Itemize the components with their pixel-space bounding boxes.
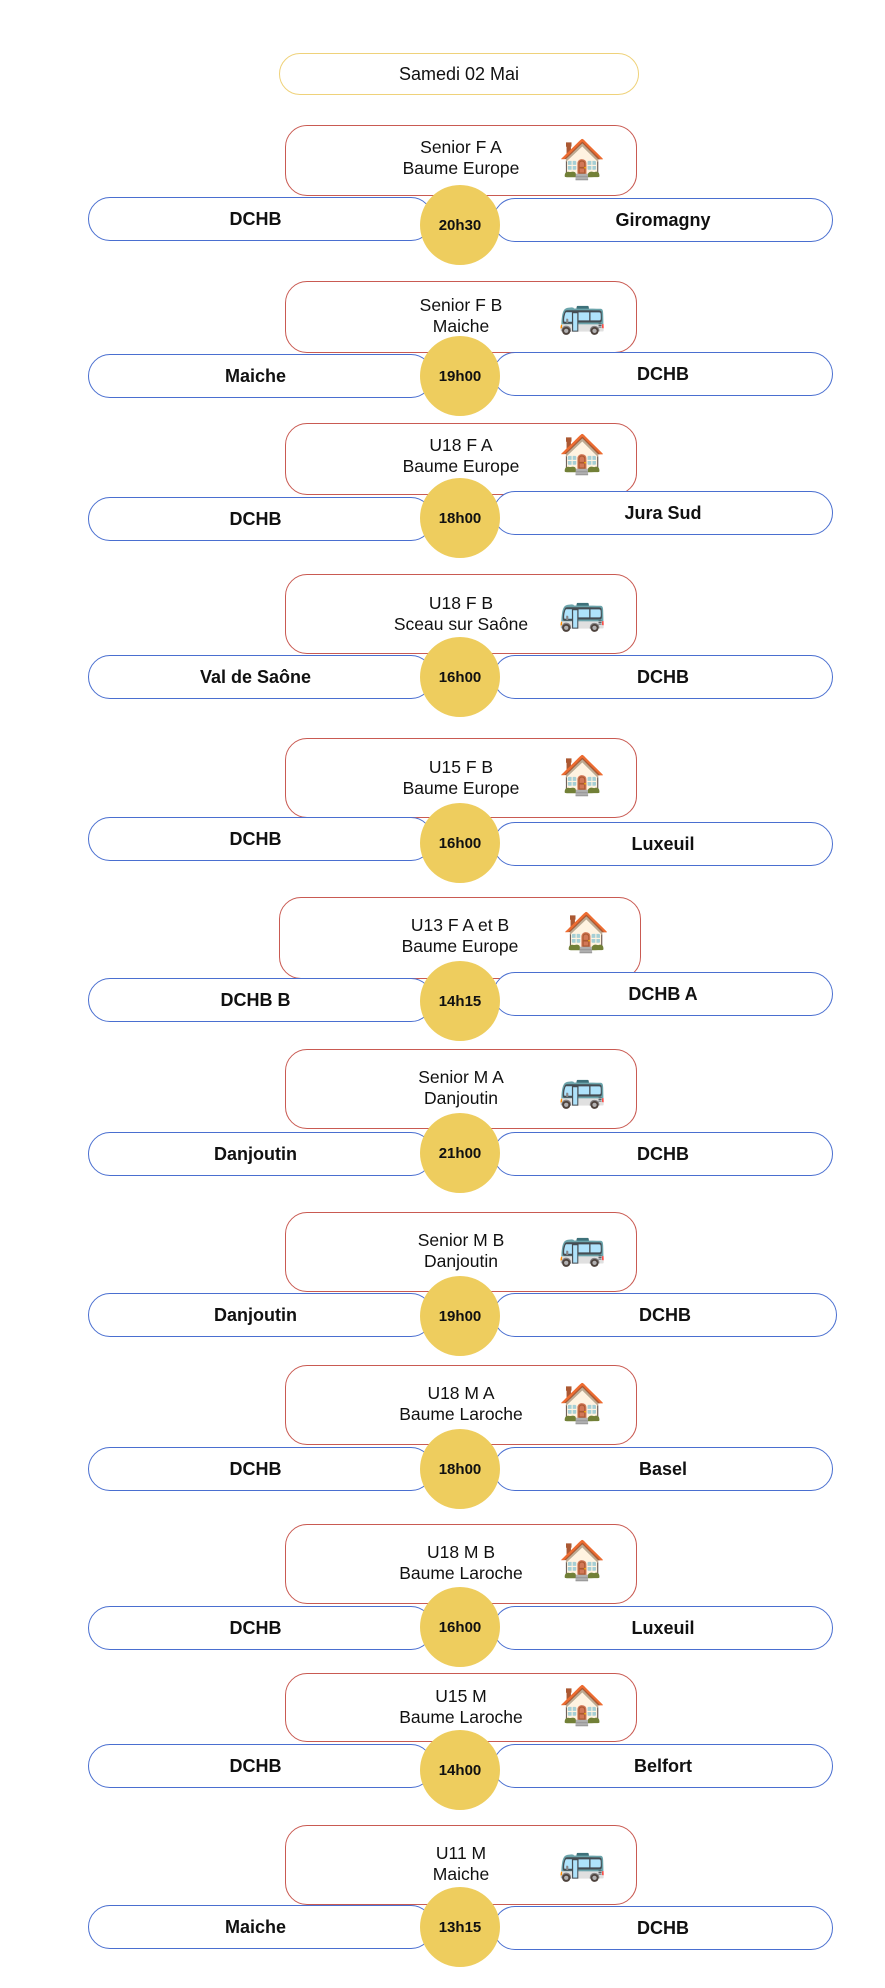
kickoff-time: 19h00	[420, 1276, 500, 1356]
away-team-pill[interactable]: DCHB	[493, 1293, 837, 1337]
home-team-pill[interactable]: DCHB	[88, 1744, 433, 1788]
venue-name: Maiche	[432, 1864, 490, 1884]
kickoff-time: 16h00	[420, 803, 500, 883]
home-team-pill[interactable]: Val de Saône	[88, 655, 433, 699]
home-icon: 🏠	[558, 1685, 606, 1727]
home-team-pill[interactable]: Maiche	[88, 354, 433, 398]
match-card[interactable]: U15 F B Baume Europe 🏠	[285, 738, 637, 818]
home-icon: 🏠	[558, 755, 606, 797]
team-name: U11 M	[435, 1843, 487, 1863]
away-team-pill[interactable]: Belfort	[493, 1744, 833, 1788]
kickoff-time: 19h00	[420, 336, 500, 416]
team-name: U15 F B	[428, 757, 494, 777]
kickoff-time: 18h00	[420, 1429, 500, 1509]
venue-name: Baume Laroche	[399, 1563, 523, 1583]
team-name: U18 F A	[429, 435, 493, 455]
home-team-pill[interactable]: DCHB	[88, 197, 433, 241]
team-name: U18 M A	[427, 1383, 495, 1403]
kickoff-time: 16h00	[420, 1587, 500, 1667]
team-name: Senior M A	[418, 1067, 504, 1087]
away-team-pill[interactable]: DCHB	[493, 655, 833, 699]
home-icon: 🏠	[558, 434, 606, 476]
team-name: Senior F A	[420, 137, 502, 157]
home-team-pill[interactable]: Danjoutin	[88, 1132, 433, 1176]
away-team-pill[interactable]: Luxeuil	[493, 822, 833, 866]
venue-name: Danjoutin	[424, 1251, 498, 1271]
venue-name: Sceau sur Saône	[393, 614, 529, 634]
bus-icon: 🚌	[558, 1226, 606, 1268]
team-name: Senior F B	[419, 295, 503, 315]
home-team-pill[interactable]: DCHB	[88, 1606, 433, 1650]
match-card[interactable]: U15 M Baume Laroche 🏠	[285, 1673, 637, 1742]
away-team-pill[interactable]: Giromagny	[493, 198, 833, 242]
home-team-pill[interactable]: DCHB	[88, 497, 433, 541]
home-team-pill[interactable]: DCHB	[88, 1447, 433, 1491]
home-team-pill[interactable]: DCHB	[88, 817, 433, 861]
date-header: Samedi 02 Mai	[279, 53, 639, 95]
bus-icon: 🚌	[558, 1068, 606, 1110]
kickoff-time: 21h00	[420, 1113, 500, 1193]
team-name: U15 M	[435, 1686, 487, 1706]
kickoff-time: 18h00	[420, 478, 500, 558]
venue-name: Baume Laroche	[399, 1404, 523, 1424]
team-name: Senior M B	[417, 1230, 505, 1250]
kickoff-time: 14h00	[420, 1730, 500, 1810]
home-icon: 🏠	[558, 139, 606, 181]
away-team-pill[interactable]: Luxeuil	[493, 1606, 833, 1650]
kickoff-time: 16h00	[420, 637, 500, 717]
kickoff-time: 14h15	[420, 961, 500, 1041]
bus-icon: 🚌	[558, 294, 606, 336]
venue-name: Baume Europe	[402, 778, 520, 798]
venue-name: Danjoutin	[424, 1088, 498, 1108]
venue-name: Baume Europe	[401, 936, 519, 956]
home-icon: 🏠	[562, 912, 610, 954]
bus-icon: 🚌	[558, 591, 606, 633]
home-icon: 🏠	[558, 1383, 606, 1425]
away-team-pill[interactable]: Basel	[493, 1447, 833, 1491]
team-name: U13 F A et B	[410, 915, 510, 935]
team-name: U18 M B	[426, 1542, 496, 1562]
venue-name: Baume Europe	[402, 456, 520, 476]
away-team-pill[interactable]: Jura Sud	[493, 491, 833, 535]
away-team-pill[interactable]: DCHB	[493, 1132, 833, 1176]
away-team-pill[interactable]: DCHB	[493, 1906, 833, 1950]
venue-name: Maiche	[432, 316, 490, 336]
away-team-pill[interactable]: DCHB	[493, 352, 833, 396]
home-icon: 🏠	[558, 1540, 606, 1582]
team-name: U18 F B	[428, 593, 494, 613]
venue-name: Baume Europe	[402, 158, 520, 178]
match-card[interactable]: Senior F A Baume Europe 🏠	[285, 125, 637, 196]
home-team-pill[interactable]: Danjoutin	[88, 1293, 433, 1337]
home-team-pill[interactable]: DCHB B	[88, 978, 433, 1022]
home-team-pill[interactable]: Maiche	[88, 1905, 433, 1949]
kickoff-time: 13h15	[420, 1887, 500, 1967]
kickoff-time: 20h30	[420, 185, 500, 265]
bus-icon: 🚌	[558, 1841, 606, 1883]
away-team-pill[interactable]: DCHB A	[493, 972, 833, 1016]
venue-name: Baume Laroche	[399, 1707, 523, 1727]
